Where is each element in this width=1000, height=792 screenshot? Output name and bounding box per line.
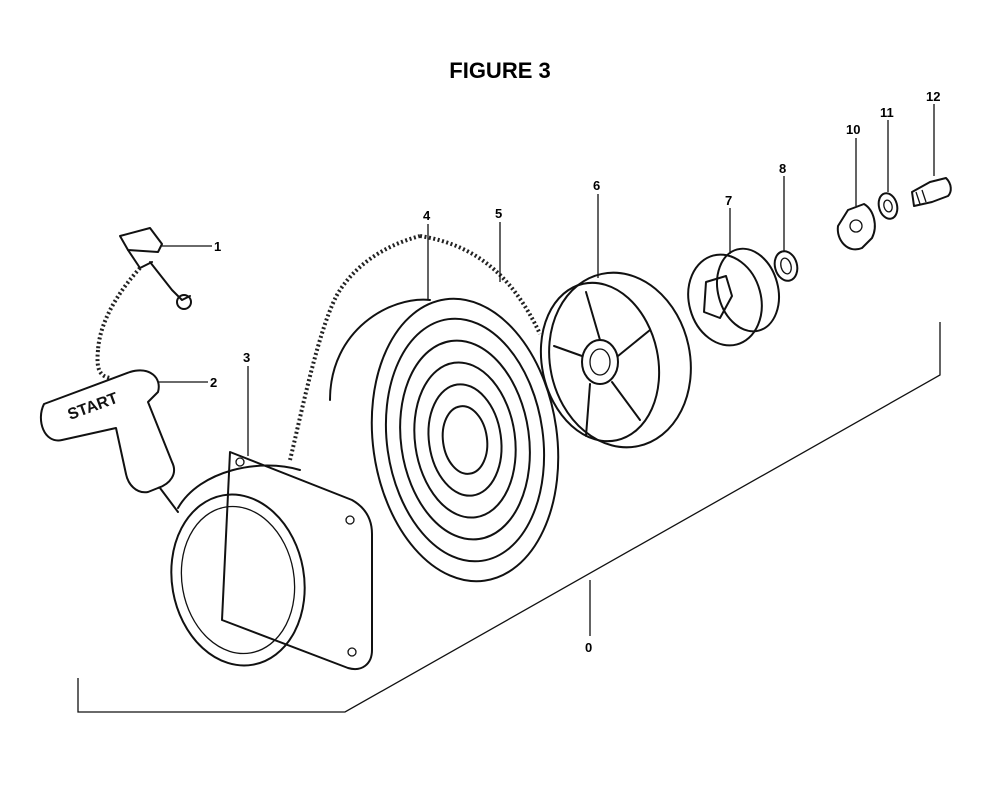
rope-clip-part bbox=[96, 227, 192, 351]
callout-10: 10 bbox=[846, 122, 860, 137]
callout-1: 1 bbox=[214, 239, 221, 254]
starter-case-part bbox=[170, 234, 421, 670]
callout-4: 4 bbox=[423, 208, 431, 223]
starter-pawl-part bbox=[687, 247, 780, 347]
starter-rope-part bbox=[419, 234, 542, 335]
callout-0: 0 bbox=[585, 640, 592, 655]
spring-washer-part bbox=[773, 250, 799, 282]
figure-title: FIGURE 3 bbox=[449, 58, 551, 83]
bolt-part bbox=[911, 177, 952, 207]
callout-6: 6 bbox=[593, 178, 600, 193]
callout-11: 11 bbox=[880, 105, 894, 120]
callout-3: 3 bbox=[243, 350, 250, 365]
callout-labels: 1 2 3 4 5 6 7 8 10 11 12 0 bbox=[210, 89, 940, 655]
lock-washer-part bbox=[836, 203, 876, 251]
callout-5: 5 bbox=[495, 206, 502, 221]
leader-lines bbox=[158, 104, 935, 456]
starter-grip-part: START bbox=[39, 349, 179, 513]
grip-label: START bbox=[66, 390, 121, 424]
assembly-bracket bbox=[77, 322, 941, 713]
callout-2: 2 bbox=[210, 375, 217, 390]
callout-8: 8 bbox=[779, 161, 786, 176]
callout-12: 12 bbox=[926, 89, 940, 104]
flat-washer-part bbox=[877, 192, 899, 220]
rope-pulley-part bbox=[539, 271, 692, 449]
callout-7: 7 bbox=[725, 193, 732, 208]
recoil-spring-part bbox=[329, 297, 560, 583]
